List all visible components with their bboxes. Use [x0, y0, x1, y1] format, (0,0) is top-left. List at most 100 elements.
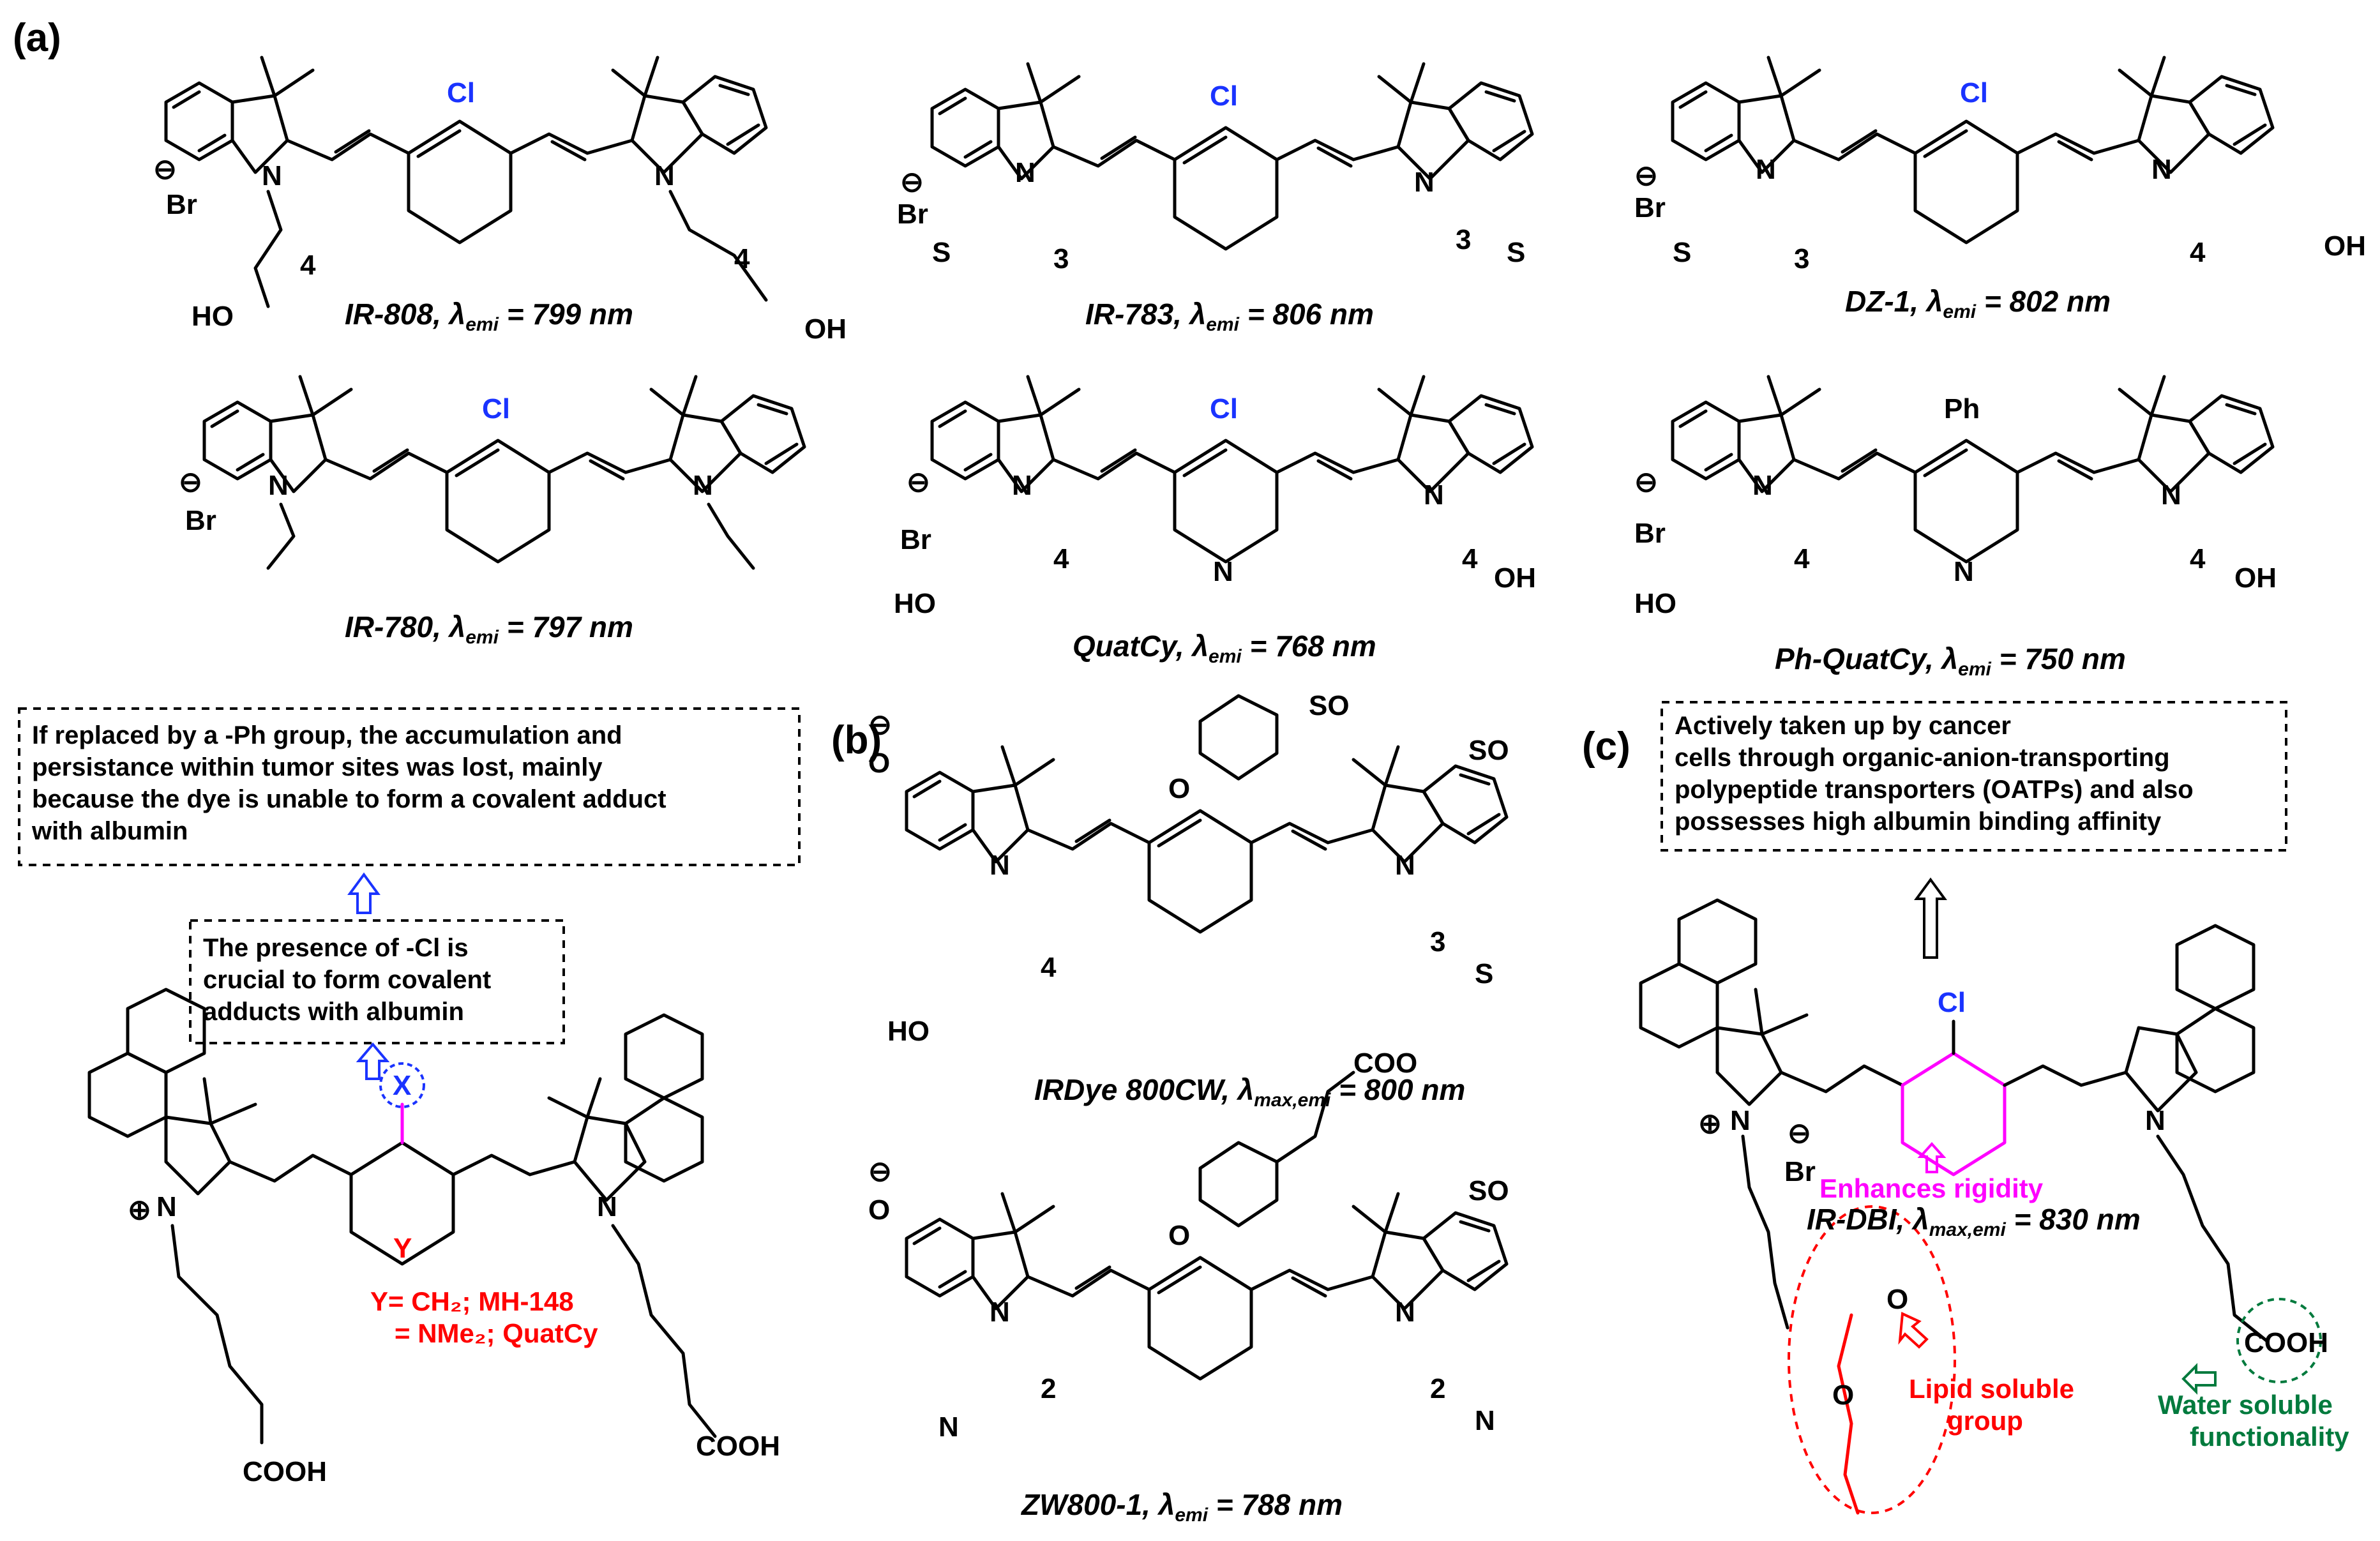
svg-text:N: N [1756, 154, 1776, 185]
svg-text:N: N [156, 1191, 177, 1222]
svg-text:N: N [2145, 1105, 2165, 1136]
note-cl-line3: adducts with albumin [203, 998, 464, 1026]
structure-irdye800cw: ⊖ O O SO SO N N HO S 4 3 [868, 690, 1509, 1047]
svg-text:N: N [1424, 479, 1444, 511]
svg-text:Br: Br [166, 189, 197, 220]
structure-zw800: ⊖ O O COO SO N N N N 2 2 [868, 1048, 1509, 1443]
svg-text:N: N [1414, 167, 1435, 198]
note-ph-line2: persistance within tumor sites was lost,… [32, 753, 603, 781]
svg-text:O: O [1887, 1284, 1908, 1315]
arrow-up-blue-1 [347, 872, 380, 914]
svg-text:N: N [268, 470, 289, 501]
svg-text:N: N [938, 1411, 959, 1443]
panel-b-label: (b) [831, 718, 882, 762]
svg-text:⊖: ⊖ [900, 167, 924, 198]
svg-text:3: 3 [1794, 243, 1809, 274]
svg-text:Br: Br [900, 524, 931, 555]
lipid-line1: Lipid soluble [1909, 1374, 2074, 1404]
note-box-cl [189, 919, 565, 1044]
svg-text:N: N [1213, 556, 1233, 587]
svg-text:N: N [1954, 556, 1974, 587]
svg-text:O: O [1832, 1379, 1854, 1411]
svg-text:4: 4 [2190, 237, 2206, 268]
svg-text:SO: SO [1468, 735, 1509, 766]
svg-text:⊕: ⊕ [128, 1194, 151, 1226]
note-ph-line3: because the dye is unable to form a cova… [32, 785, 667, 813]
svg-text:Ph: Ph [1944, 393, 1980, 425]
svg-text:⊖: ⊖ [868, 709, 892, 740]
svg-text:Cl: Cl [1960, 77, 1988, 109]
svg-text:N: N [1395, 1297, 1415, 1328]
panel-c-label: (c) [1582, 725, 1631, 769]
note-cl-line1: The presence of -Cl is [203, 934, 469, 962]
structure-irdbi: Cl ⊕ N ⊖ Br N O O COOH [1639, 898, 2328, 1515]
caption-irdye800cw: IRDye 800CW, λmax,emi = 800 nm [1034, 1073, 1465, 1111]
panel-a-label: (a) [13, 16, 61, 60]
svg-text:N: N [262, 160, 282, 192]
note-cl-line2: crucial to form covalent [203, 966, 491, 994]
note-oatp-line3: polypeptide transporters (OATPs) and als… [1675, 776, 2194, 804]
structure-quatcy: Cl ⊖ Br N N N HO OH 4 4 [894, 377, 1536, 619]
label-rigidity: Enhances rigidity [1819, 1173, 2044, 1203]
svg-text:N: N [597, 1191, 617, 1222]
svg-text:⊖: ⊖ [1788, 1118, 1811, 1149]
svg-text:Y: Y [393, 1233, 412, 1264]
svg-text:⊖: ⊖ [153, 154, 177, 185]
structure-ir783: Cl ⊖ Br N N S S 3 3 [897, 64, 1532, 274]
lipid-line2: group [1947, 1406, 2023, 1436]
structure-phquatcy: Ph ⊖ Br N N N HO OH 4 4 [1634, 377, 2277, 619]
svg-text:N: N [1730, 1105, 1751, 1136]
caption-quatcy: QuatCy, λemi = 768 nm [1073, 629, 1376, 667]
svg-text:O: O [868, 748, 890, 779]
svg-text:2: 2 [1430, 1373, 1445, 1404]
caption-ir780: IR-780, λemi = 797 nm [345, 610, 633, 648]
svg-text:HO: HO [887, 1016, 930, 1047]
water-line2: functionality [2190, 1422, 2349, 1452]
svg-text:4: 4 [1053, 543, 1069, 575]
arrow-red [1898, 1312, 1929, 1349]
svg-text:3: 3 [1430, 926, 1445, 958]
svg-text:OH: OH [804, 313, 847, 345]
arrow-up-black [1914, 877, 1947, 959]
svg-text:X: X [393, 1070, 411, 1101]
svg-text:Cl: Cl [447, 77, 475, 109]
svg-text:O: O [1168, 1220, 1190, 1251]
caption-phquatcy: Ph-QuatCy, λemi = 750 nm [1775, 642, 2126, 680]
svg-text:4: 4 [1462, 543, 1478, 575]
structure-mh148: X Y ⊕ N N COOH COOH [87, 988, 780, 1487]
svg-text:HO: HO [894, 588, 936, 619]
note-ph-line4: with albumin [31, 817, 188, 845]
svg-text:HO: HO [192, 301, 234, 332]
structure-ir808: Cl ⊖ Br N N HO OH 4 4 [153, 57, 847, 345]
svg-text:COO: COO [1353, 1048, 1417, 1079]
svg-text:⊖: ⊖ [1634, 467, 1658, 498]
svg-text:O: O [1168, 773, 1190, 804]
svg-text:⊖: ⊖ [907, 467, 930, 498]
y-line1: Y= CH₂; MH-148 [370, 1286, 574, 1316]
svg-text:Br: Br [897, 199, 928, 230]
svg-text:3: 3 [1053, 243, 1069, 274]
caption-dz1: DZ-1, λemi = 802 nm [1845, 285, 2111, 322]
svg-text:O: O [868, 1194, 890, 1226]
svg-text:N: N [1752, 470, 1773, 501]
svg-text:⊖: ⊖ [1634, 160, 1658, 192]
svg-text:SO: SO [1309, 690, 1350, 721]
caption-ir783: IR-783, λemi = 806 nm [1085, 297, 1374, 335]
svg-text:N: N [1012, 470, 1032, 501]
svg-text:⊕: ⊕ [1698, 1108, 1722, 1139]
svg-text:N: N [2161, 479, 2181, 511]
svg-text:COOH: COOH [243, 1456, 327, 1487]
structure-ir780: Cl ⊖ Br N N [179, 377, 804, 570]
water-line1: Water soluble [2158, 1390, 2333, 1420]
svg-text:N: N [2151, 154, 2172, 185]
svg-text:4: 4 [2190, 543, 2206, 575]
svg-text:OH: OH [1494, 562, 1536, 594]
caption-irdbi: IR-DBI, λmax,emi = 830 nm [1807, 1203, 2141, 1240]
svg-text:N: N [1475, 1405, 1495, 1436]
note-oatp-line4: possesses high albumin binding affinity [1675, 808, 2162, 836]
svg-text:Br: Br [185, 505, 216, 536]
svg-text:Br: Br [1784, 1156, 1816, 1187]
arrow-up-blue-2 [356, 1042, 390, 1080]
svg-text:Cl: Cl [482, 393, 510, 425]
svg-text:N: N [1015, 157, 1036, 188]
